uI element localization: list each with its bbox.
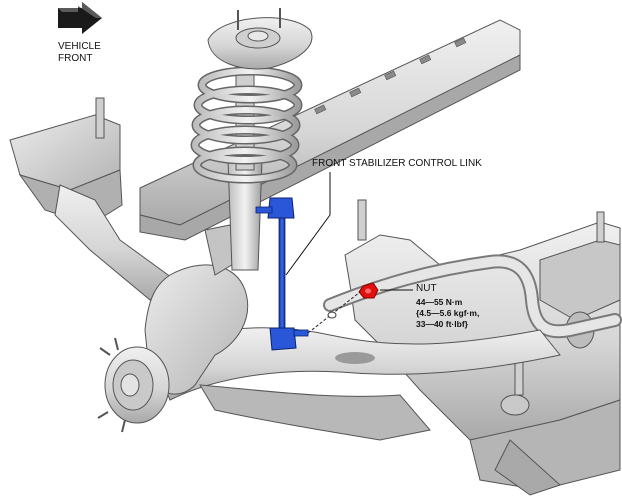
leader-lines (285, 172, 413, 291)
vehicle-front-arrow-icon (58, 2, 102, 34)
nut-torque-line2: {4.5—5.6 kgf·m, (416, 308, 480, 318)
control-link-label: FRONT STABILIZER CONTROL LINK (312, 158, 482, 169)
nut-torque-line3: 33—40 ft·lbf} (416, 319, 468, 329)
upper-strut-mount (207, 8, 313, 70)
nut-label: NUT (416, 283, 437, 294)
left-frame-bracket (9, 97, 176, 301)
install-path (307, 291, 361, 334)
orientation-label-line1: VEHICLE (58, 41, 101, 52)
stabilizer-bar (323, 254, 622, 339)
stabilizer-control-link (255, 197, 309, 351)
nut-torque-line1: 44—55 N·m (416, 297, 463, 307)
coil-spring (190, 66, 303, 184)
orientation-label-line2: FRONT (58, 53, 93, 64)
nut-icon (358, 282, 379, 299)
wheel-hub (97, 337, 170, 433)
